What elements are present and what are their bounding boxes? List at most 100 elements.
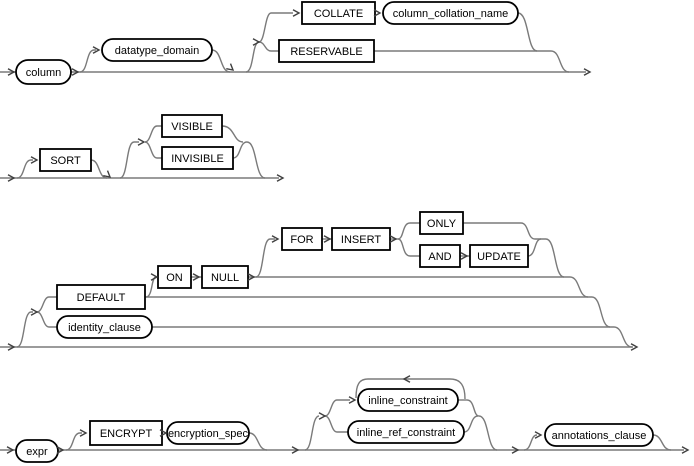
only-keyword-box bbox=[419, 211, 464, 235]
visible-keyword-box bbox=[161, 114, 223, 138]
row3-to-identity bbox=[36, 311, 57, 328]
inline-constraint-label: inline_constraint bbox=[368, 395, 448, 407]
arrow-icon bbox=[252, 38, 261, 46]
row2-visible-out bbox=[221, 125, 244, 143]
row4-repeat-loop-arc bbox=[355, 378, 466, 400]
arrow-icon bbox=[56, 446, 65, 454]
row3-update-out bbox=[527, 238, 542, 257]
on-label: ON bbox=[166, 272, 183, 284]
default-label: DEFAULT bbox=[77, 292, 126, 304]
row2-sort-merge-down bbox=[90, 159, 108, 179]
invisible-label: INVISIBLE bbox=[171, 153, 224, 165]
row1-datatype-merge-down bbox=[211, 49, 231, 73]
collate-keyword-box bbox=[301, 1, 376, 25]
row1-merge-to-main bbox=[550, 50, 570, 73]
row4-encrypt-branch-up bbox=[65, 432, 82, 451]
row2-visibility-split-entry bbox=[119, 141, 139, 179]
encryption-spec-label: encryption_spec bbox=[168, 428, 249, 440]
expr-oval bbox=[15, 439, 59, 463]
arrow-icon bbox=[7, 343, 16, 351]
arrow-icon bbox=[159, 429, 168, 437]
row2-to-visible bbox=[144, 125, 162, 143]
row4-spec-exit-down bbox=[248, 432, 268, 451]
arrow-icon bbox=[247, 273, 256, 281]
arrow-icon bbox=[583, 68, 592, 76]
arrow-icon bbox=[276, 174, 285, 182]
arrow-icon bbox=[291, 446, 300, 454]
arrowheads bbox=[6, 9, 690, 454]
insert-keyword-box bbox=[331, 227, 391, 251]
row3-only-out bbox=[463, 222, 536, 240]
datatype-domain-label: datatype_domain bbox=[115, 45, 199, 57]
row1-collation-exit-down bbox=[517, 12, 538, 52]
sort-keyword-box bbox=[39, 148, 92, 172]
identity-clause-label: identity_clause bbox=[68, 322, 141, 334]
row3-split-entry bbox=[16, 311, 33, 348]
null-keyword-box bbox=[201, 265, 249, 289]
node-shapes bbox=[15, 1, 654, 463]
arrow-icon bbox=[7, 68, 16, 76]
update-keyword-box bbox=[469, 244, 529, 268]
arrow-icon bbox=[292, 9, 301, 17]
only-label: ONLY bbox=[427, 218, 457, 230]
arrow-icon bbox=[511, 446, 520, 454]
arrow-icon bbox=[92, 46, 101, 54]
arrow-icon bbox=[630, 343, 639, 351]
row3-to-default bbox=[36, 296, 57, 313]
default-keyword-box bbox=[56, 284, 146, 310]
and-keyword-box bbox=[419, 244, 461, 268]
and-label: AND bbox=[428, 251, 451, 263]
arrow-icon bbox=[150, 273, 159, 281]
row2-sort-branch-up bbox=[16, 159, 33, 179]
row1-collate-split-entry bbox=[245, 41, 260, 73]
inline-constraint-oval bbox=[357, 388, 459, 412]
row3-for-split-up bbox=[255, 238, 275, 278]
arrow-icon bbox=[348, 396, 357, 404]
arrow-icon bbox=[323, 235, 332, 243]
arrow-icon bbox=[137, 138, 146, 146]
for-label: FOR bbox=[290, 234, 313, 246]
connector-lines bbox=[0, 12, 684, 451]
inline-ref-constraint-oval bbox=[347, 420, 465, 444]
identity-clause-oval bbox=[56, 315, 153, 339]
row3-null-merge-down bbox=[569, 276, 589, 298]
row3-for-group-merge-down bbox=[535, 238, 565, 278]
collate-label: COLLATE bbox=[314, 8, 363, 20]
arrow-icon bbox=[271, 235, 280, 243]
row4-inline-merge bbox=[466, 399, 480, 417]
annotations-clause-label: annotations_clause bbox=[552, 430, 647, 442]
encrypt-label: ENCRYPT bbox=[100, 428, 153, 440]
row2-merge-to-main bbox=[246, 141, 266, 179]
arrow-icon bbox=[71, 68, 80, 76]
arrow-icon bbox=[681, 446, 690, 454]
column-label: column bbox=[26, 67, 61, 79]
row1-datatype-branch-up bbox=[79, 49, 96, 73]
column-collation-name-label: column_collation_name bbox=[393, 8, 509, 20]
row4-constraint-split-entry bbox=[304, 415, 320, 451]
arrow-icon bbox=[534, 431, 543, 439]
inline-ref-constraint-label: inline_ref_constraint bbox=[357, 427, 455, 439]
row4-annotations-exit-down bbox=[652, 434, 672, 451]
arrow-icon bbox=[460, 252, 469, 260]
visible-label: VISIBLE bbox=[171, 121, 213, 133]
row3-to-and bbox=[397, 238, 420, 257]
row3-identity-merge-down bbox=[613, 326, 633, 348]
null-label: NULL bbox=[211, 272, 239, 284]
for-keyword-box bbox=[281, 227, 323, 251]
row4-annotations-branch-up bbox=[523, 434, 538, 451]
reservable-keyword-box bbox=[278, 39, 375, 63]
arrow-icon bbox=[6, 446, 15, 454]
reservable-label: RESERVABLE bbox=[290, 46, 362, 58]
update-label: UPDATE bbox=[477, 251, 521, 263]
annotations-clause-oval bbox=[544, 423, 654, 447]
expr-label: expr bbox=[26, 446, 48, 458]
row1-collate-branch bbox=[258, 12, 293, 43]
arrow-icon bbox=[389, 235, 398, 243]
row3-to-only bbox=[397, 222, 420, 240]
arrow-icon bbox=[79, 429, 88, 437]
row4-ref-merge bbox=[463, 415, 479, 433]
arrow-icon bbox=[103, 170, 112, 178]
arrow-icon bbox=[318, 412, 327, 420]
